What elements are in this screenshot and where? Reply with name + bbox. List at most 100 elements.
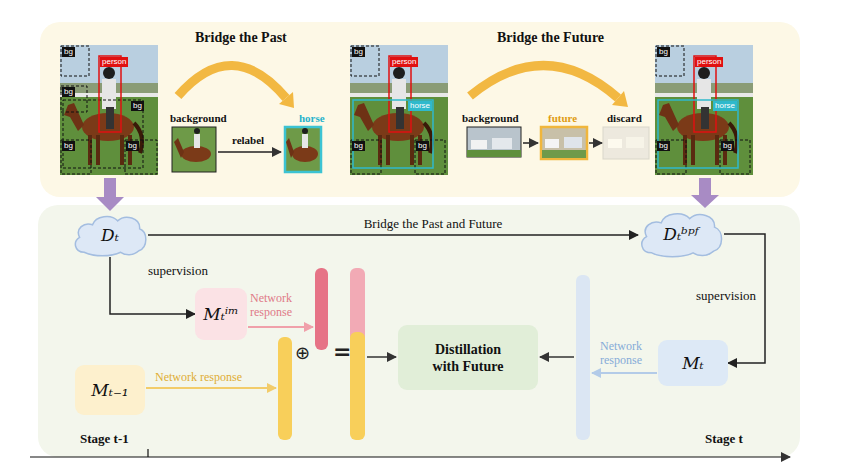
bg-box — [415, 140, 445, 174]
bridge-arrow — [470, 65, 618, 98]
crop-image — [467, 150, 521, 157]
person-box — [99, 56, 716, 132]
connector — [148, 234, 638, 236]
crop-image — [172, 127, 216, 172]
crop-image — [626, 137, 644, 148]
response-arrow — [367, 356, 396, 358]
response-arrow — [146, 327, 657, 388]
crop-image — [286, 138, 294, 158]
model-box: Mₜⁱᵐ — [195, 288, 247, 340]
box-tag: bg — [352, 141, 365, 151]
step-arrow — [523, 142, 538, 144]
crop-image — [174, 138, 184, 158]
bg-box — [125, 140, 157, 174]
stage-label: Stage t — [705, 431, 743, 447]
step-arrow — [589, 142, 602, 144]
crop-image — [302, 128, 308, 134]
down-arrow — [96, 197, 124, 211]
box-tag: bg — [62, 47, 75, 57]
box-tag: person — [100, 57, 128, 67]
crop-image — [292, 146, 318, 162]
down-arrow — [699, 178, 711, 196]
box-tag: person — [695, 57, 723, 67]
crop-image — [181, 146, 211, 162]
edge-label: supervision — [694, 288, 758, 303]
box-tag: person — [390, 57, 418, 67]
bg-box — [63, 100, 143, 168]
caption: discard — [607, 112, 642, 125]
crop-image — [541, 127, 587, 159]
cloud-shape — [75, 216, 145, 255]
bridge-arrow — [178, 65, 286, 98]
photo — [60, 45, 753, 175]
operator-symbol: ⊕ — [295, 343, 310, 363]
process-box: Distillation with Future — [398, 325, 538, 390]
crop-image — [564, 137, 582, 148]
person-box — [389, 56, 411, 132]
crop-image — [608, 139, 622, 148]
caption: background — [462, 112, 519, 125]
crop-image — [492, 138, 512, 149]
caption: horse — [299, 112, 325, 125]
response-bar — [278, 337, 292, 440]
math-symbol: Mₜⁱᵐ — [203, 304, 238, 324]
bg-box — [720, 140, 750, 174]
bridge-arrow — [612, 91, 628, 107]
crop-image — [603, 127, 649, 159]
crop-image — [172, 127, 649, 172]
math-symbol: Dₜ — [101, 225, 119, 245]
response-bar — [576, 275, 590, 440]
box-tag: bg — [657, 141, 670, 151]
box-tag: bg — [131, 101, 144, 111]
horse-box — [658, 100, 738, 168]
box-tag: horse — [713, 101, 737, 111]
dataset-cloud: Dₜ — [72, 213, 148, 257]
photo — [60, 45, 158, 175]
box-tag: horse — [408, 101, 432, 111]
crop-image — [603, 127, 649, 159]
edge-label: supervision — [146, 263, 210, 278]
bg-box — [61, 86, 87, 112]
down-arrow — [691, 195, 719, 208]
box-tag: bg — [62, 141, 75, 151]
box-tag: bg — [657, 47, 670, 57]
response-label: Network response — [600, 339, 656, 367]
cloud-shape — [642, 214, 722, 257]
crop-image — [545, 139, 559, 148]
caption: background — [170, 112, 227, 125]
crop-image — [302, 134, 308, 148]
model-box: Mₜ — [658, 340, 728, 386]
timeline — [30, 456, 790, 457]
crop-image — [194, 128, 200, 134]
box-tag: bg — [62, 87, 75, 97]
crop-image — [471, 140, 487, 149]
connector — [110, 257, 195, 314]
math-symbol: Dₜᵇᵖᶠ — [663, 224, 698, 244]
photo — [350, 45, 448, 175]
bridge-arrow — [279, 92, 294, 108]
math-symbol: Mₜ — [682, 353, 704, 373]
box-tag: bg — [416, 141, 429, 151]
step-arrow — [218, 143, 602, 152]
section-title: Bridge the Future — [497, 30, 604, 46]
connector — [724, 234, 765, 363]
response-arrow — [540, 356, 574, 358]
box-tag: bg — [352, 47, 365, 57]
response-bar — [350, 332, 365, 440]
bg-box — [656, 140, 686, 174]
down-arrow — [96, 178, 719, 211]
math-symbol: Mₜ₋₁ — [91, 380, 128, 400]
response-arrow — [146, 387, 276, 389]
response-bar — [315, 268, 328, 350]
response-label: Network response — [155, 370, 242, 384]
bg-box — [351, 140, 381, 174]
photo — [655, 45, 753, 175]
section-panel: Stage t-1Stage tDₜDₜᵇᵖᶠMₜⁱᵐMₜ₋₁Distillat… — [38, 205, 800, 457]
operator-symbol: = — [333, 341, 351, 363]
bg-box — [61, 46, 750, 174]
caption: future — [548, 112, 577, 125]
box-tag: bg — [721, 141, 734, 151]
horse-box — [353, 100, 738, 168]
section-title: Bridge the Past — [195, 30, 287, 46]
down-arrow — [104, 178, 116, 198]
